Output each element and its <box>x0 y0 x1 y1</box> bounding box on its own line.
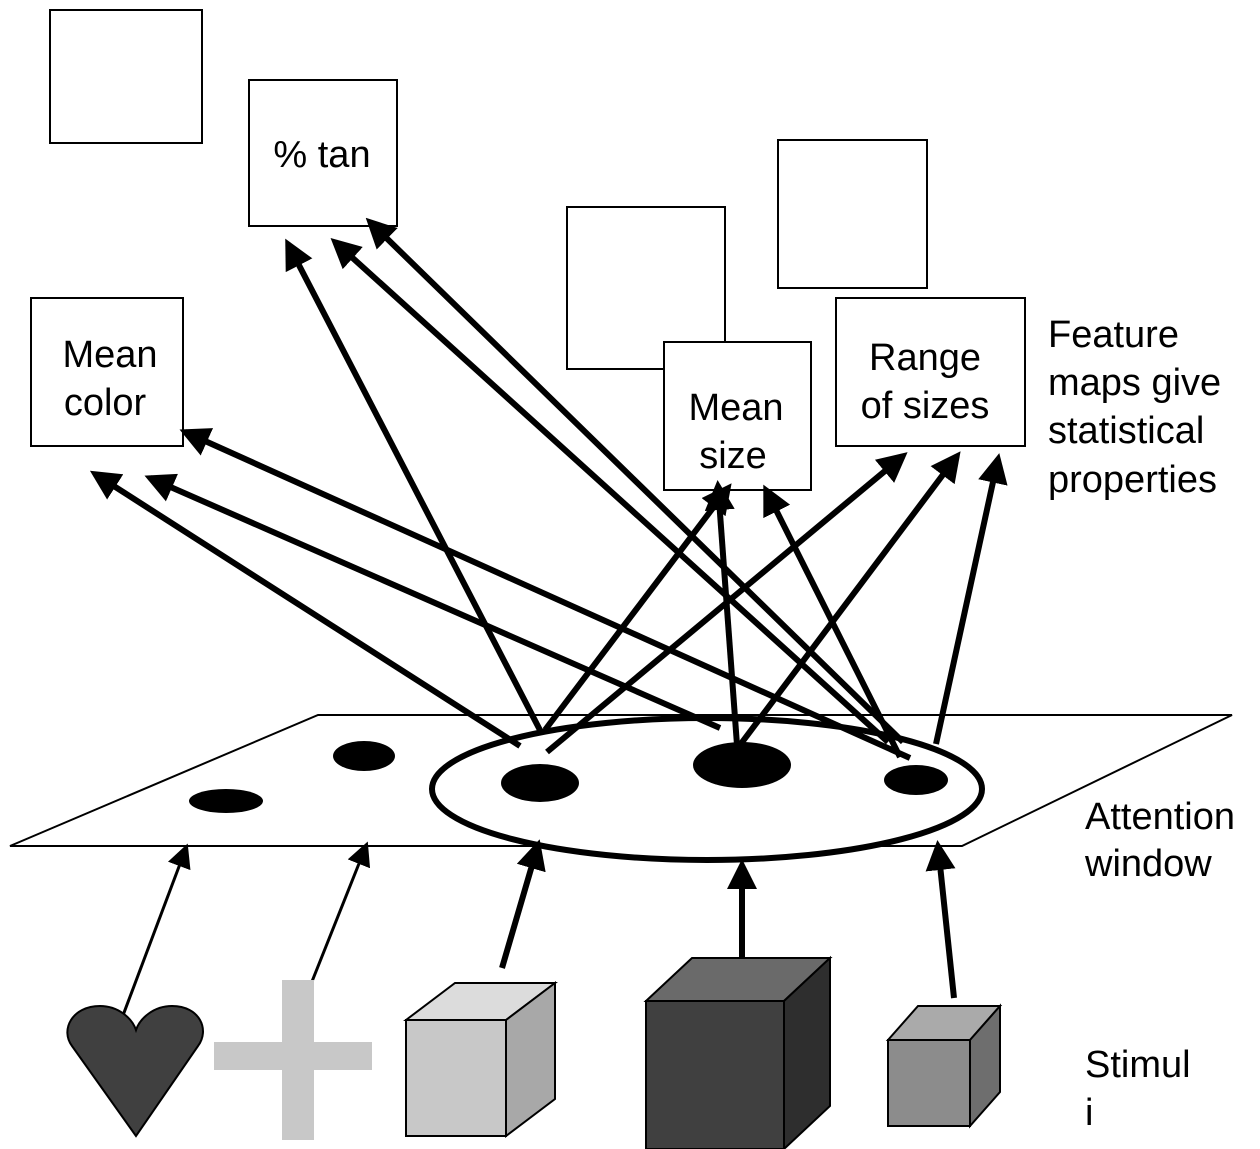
feature-arrows <box>89 217 1008 761</box>
mean-color-label-line1: Mean <box>62 334 157 376</box>
blob-mid-cube <box>884 765 948 795</box>
arrow-mid-cube-to-window <box>925 840 957 999</box>
arrow-dark-cube-to-range <box>737 451 961 747</box>
dark-cube-icon <box>643 955 833 1149</box>
mean-color-map <box>30 297 184 447</box>
blob-dark-cube <box>693 742 791 788</box>
stimuli-label-2: i <box>1085 1092 1093 1134</box>
cross-icon <box>214 980 372 1140</box>
attention-window-ellipse <box>429 715 985 863</box>
feature-maps-label-2: maps give <box>1048 362 1221 404</box>
arrow-light-cube-to-mean-size <box>542 483 732 732</box>
stimuli-label-1: Stimul <box>1085 1044 1191 1086</box>
arrow-light-cube-to-mean-color <box>89 470 522 749</box>
blank-map-1 <box>49 9 203 144</box>
pct-tan-label: % tan <box>273 134 370 176</box>
mean-size-label-line2: size <box>699 435 767 477</box>
arrow-light-cube-to-pct-tan <box>285 238 545 736</box>
arrow-mid-cube-to-mean-color <box>179 428 912 761</box>
light-cube-icon <box>403 980 558 1139</box>
arrow-mid-cube-to-range <box>933 453 1008 745</box>
feature-maps-label-4: properties <box>1048 459 1217 501</box>
blob-heart <box>189 789 263 813</box>
attention-window-label-1: Attention <box>1085 796 1235 838</box>
feature-maps-label-3: statistical <box>1048 410 1204 452</box>
blob-cross <box>333 741 395 771</box>
stimulus-arrows <box>120 839 957 1019</box>
range-label-line1: Range <box>869 337 981 379</box>
arrow-mid-cube-to-pct-tan-a <box>330 237 891 745</box>
arrow-cross-to-plane <box>309 841 371 985</box>
arrow-dark-cube-to-mean-size <box>704 480 740 746</box>
arrow-light-cube-to-range <box>545 452 908 755</box>
range-label-line2: of sizes <box>861 385 990 427</box>
arrow-light-cube-to-window <box>499 839 546 969</box>
arrow-mid-cube-to-pct-tan-b <box>365 217 906 745</box>
range-of-sizes-map <box>835 297 1026 447</box>
heart-icon <box>66 1004 204 1138</box>
blank-map-3 <box>777 139 928 289</box>
mean-color-label-line2: color <box>64 382 147 424</box>
mean-size-map <box>663 341 812 491</box>
feature-maps-label-1: Feature <box>1048 314 1179 356</box>
blob-light-cube <box>501 764 579 802</box>
mean-size-label-line1: Mean <box>688 387 783 429</box>
attention-window-label-2: window <box>1084 843 1212 885</box>
pct-tan-map <box>248 79 398 227</box>
mid-cube-icon <box>885 1003 1003 1129</box>
arrow-heart-to-plane <box>120 843 191 1019</box>
